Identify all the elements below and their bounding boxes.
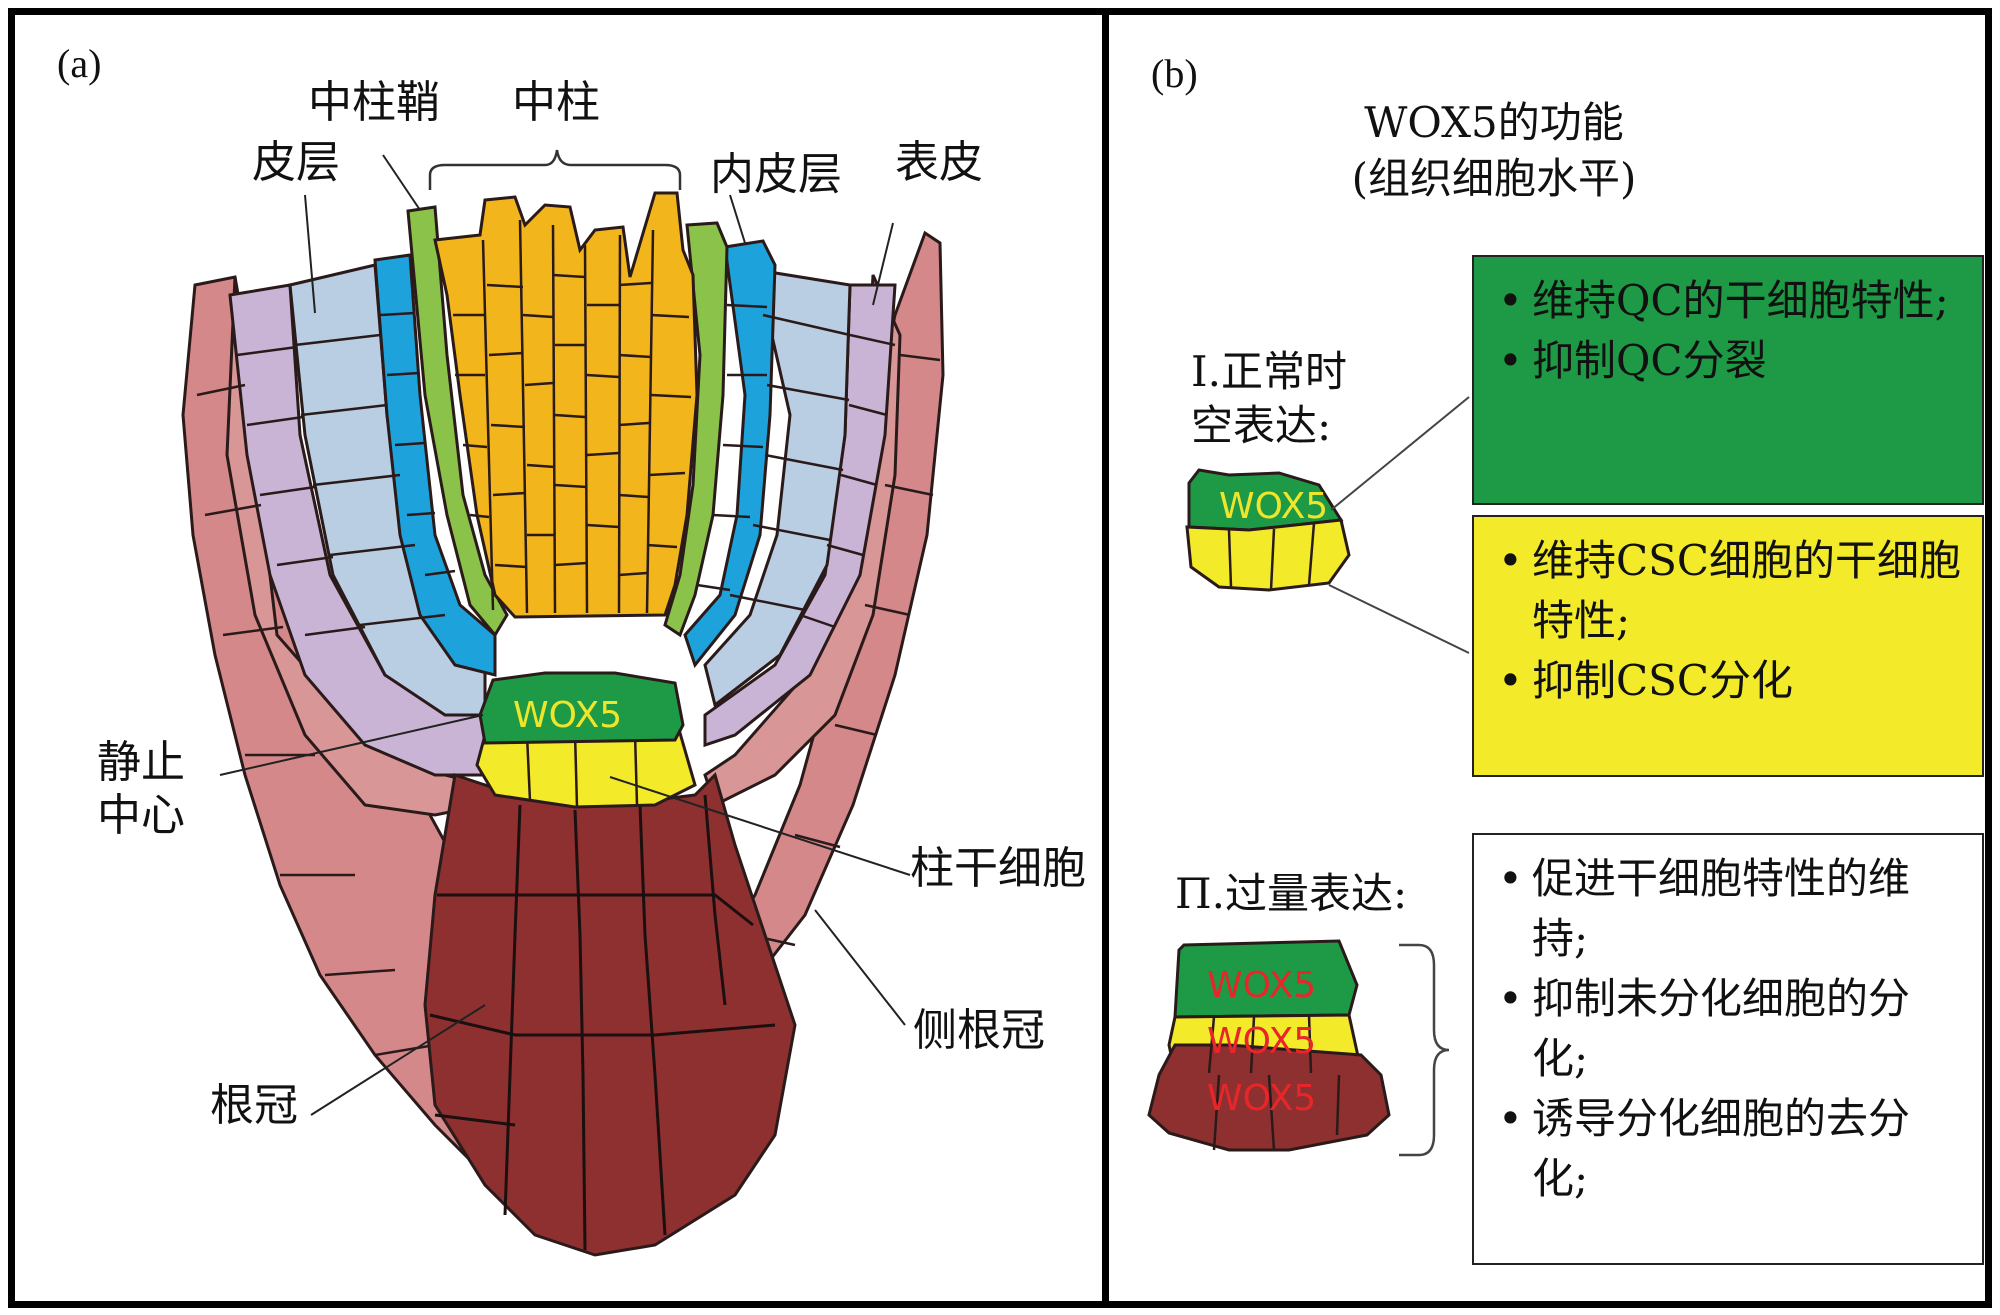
panel-b-title: WOX5的功能 (组织细胞水平) bbox=[1329, 95, 1659, 207]
panel-b-title-line2: (组织细胞水平) bbox=[1351, 154, 1637, 203]
over-wox5-label-2: WOX5 bbox=[1207, 1021, 1316, 1062]
leader-lines bbox=[219, 154, 911, 1116]
pericycle-left bbox=[406, 205, 509, 638]
overexpression-function-box: 促进干细胞特性的维持; 抑制未分化细胞的分化; 诱导分化细胞的去分化; bbox=[1472, 833, 1984, 1265]
stele-cell-walls bbox=[453, 219, 692, 614]
normal-connectors bbox=[1328, 396, 1470, 654]
overexpression-label: Π.过量表达: bbox=[1175, 869, 1408, 918]
over-function-item-3: 诱导分化细胞的去分化; bbox=[1494, 1089, 1964, 1209]
over-function-item-1: 促进干细胞特性的维持; bbox=[1494, 849, 1964, 969]
normal-expression-diagram: WOX5 bbox=[1185, 468, 1351, 592]
label-lateral-root-cap: 侧根冠 bbox=[913, 1005, 1045, 1056]
over-function-item-2: 抑制未分化细胞的分化; bbox=[1494, 969, 1964, 1089]
normal-label-line1: I.正常时 bbox=[1191, 347, 1347, 396]
cortex-cell-walls bbox=[236, 303, 896, 637]
csc-function-item-2: 抑制CSC分化 bbox=[1494, 651, 1964, 711]
root-cap-cell-walls bbox=[429, 794, 776, 1251]
qc-function-box: 维持QC的干细胞特性; 抑制QC分裂 bbox=[1472, 255, 1984, 505]
panel-b-graphics: (b) WOX5 WOX5 WOX5 WOX5 bbox=[1147, 51, 1470, 1157]
over-wox5-label-1: WOX5 bbox=[1207, 965, 1316, 1006]
normal-label-line2: 空表达: bbox=[1191, 401, 1332, 450]
qc-wox5-label: WOX5 bbox=[513, 695, 622, 736]
columella-stem-cells bbox=[475, 731, 697, 809]
csc-function-item-1: 维持CSC细胞的干细胞特性; bbox=[1494, 531, 1964, 651]
normal-csc-walls bbox=[1227, 522, 1316, 591]
panel-b-title-line1: WOX5的功能 bbox=[1364, 98, 1624, 147]
label-cortex: 皮层 bbox=[252, 137, 340, 188]
lateral-root-cap-cell-walls bbox=[196, 353, 941, 1057]
normal-wox5-label: WOX5 bbox=[1219, 486, 1328, 527]
cortex-right bbox=[703, 268, 852, 708]
label-stele: 中柱 bbox=[512, 77, 600, 128]
panel-b-label: (b) bbox=[1151, 51, 1198, 96]
root-cap bbox=[423, 772, 797, 1257]
qc-function-item-1: 维持QC的干细胞特性; bbox=[1494, 271, 1964, 331]
label-columella-stem-cells: 柱干细胞 bbox=[910, 843, 1086, 894]
qc-function-item-2: 抑制QC分裂 bbox=[1494, 331, 1964, 391]
stele bbox=[433, 191, 699, 619]
pericycle-right bbox=[663, 221, 729, 638]
overexpression-diagram: WOX5 WOX5 WOX5 bbox=[1147, 939, 1391, 1152]
label-endodermis: 内皮层 bbox=[710, 149, 842, 200]
root-tip-diagram: (a) bbox=[57, 41, 1086, 1257]
normal-expression-label: I.正常时 空表达: bbox=[1191, 345, 1347, 453]
label-root-cap: 根冠 bbox=[210, 1080, 298, 1131]
quiescent-center bbox=[478, 671, 685, 745]
endodermis-right bbox=[683, 239, 777, 669]
csc-cell-walls bbox=[525, 732, 639, 808]
over-cell-walls bbox=[1207, 1014, 1341, 1151]
normal-csc-cells bbox=[1185, 518, 1351, 592]
over-qc-cell bbox=[1173, 939, 1359, 1019]
panel-a-label: (a) bbox=[57, 41, 101, 86]
over-wox5-label-3: WOX5 bbox=[1207, 1078, 1316, 1119]
label-qc-line2: 中心 bbox=[97, 790, 185, 841]
panel-a: (a) bbox=[8, 8, 1110, 1308]
csc-function-box: 维持CSC细胞的干细胞特性; 抑制CSC分化 bbox=[1472, 515, 1984, 777]
overexpression-bracket bbox=[1399, 943, 1450, 1157]
label-epidermis: 表皮 bbox=[895, 137, 983, 188]
stele-brace bbox=[428, 149, 682, 190]
endodermis-left bbox=[373, 253, 497, 677]
label-pericycle: 中柱鞘 bbox=[308, 77, 440, 128]
panel-b: (b) WOX5 WOX5 WOX5 WOX5 bbox=[1102, 8, 1992, 1308]
label-qc-line1: 静止 bbox=[97, 737, 185, 788]
